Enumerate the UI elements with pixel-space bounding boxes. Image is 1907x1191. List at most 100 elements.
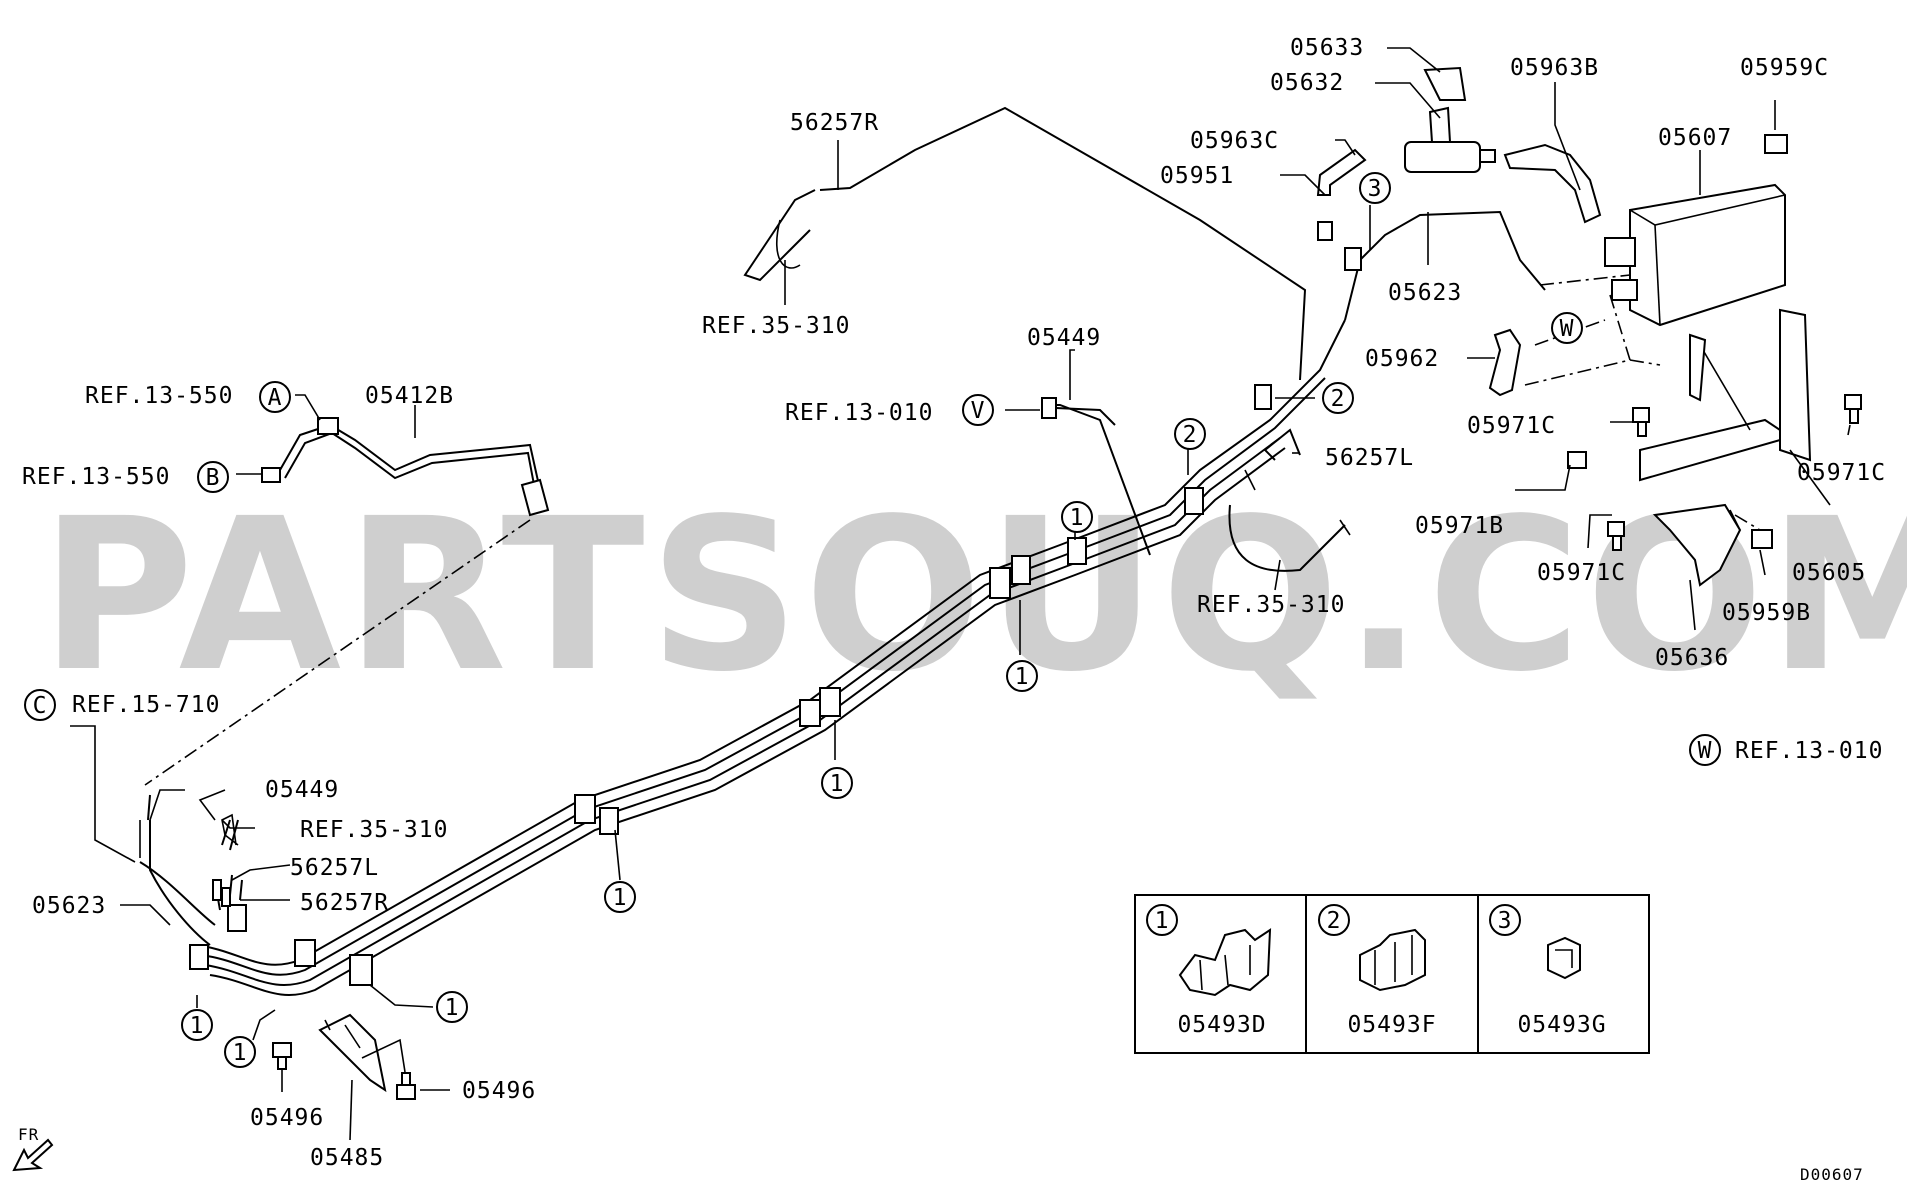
svg-text:3: 3: [1498, 908, 1513, 934]
svg-text:1: 1: [233, 1040, 248, 1066]
dash-line-left: [144, 519, 531, 786]
clip-05493G-icon: [1547, 936, 1581, 980]
label-05962: 05962: [1365, 346, 1439, 372]
label-05971C-b: 05971C: [1537, 560, 1626, 586]
label-05632: 05632: [1270, 70, 1344, 96]
bracket-05605: [1639, 308, 1812, 482]
svg-text:2: 2: [1327, 908, 1342, 934]
label-05636: 05636: [1655, 645, 1729, 671]
svg-text:1: 1: [445, 995, 460, 1021]
callout-2-a: 2: [1322, 382, 1354, 414]
label-05963B: 05963B: [1510, 55, 1599, 81]
labels: 05633 05632 05963B 05959C 05607 05963C 0…: [18, 35, 1886, 1184]
direction-arrow-icon: [12, 1138, 54, 1172]
label-05951: 05951: [1160, 163, 1234, 189]
callout-W-ref: W: [1689, 734, 1721, 766]
label-ref35-310-top: REF.35-310: [702, 313, 850, 339]
bolts-05496: [272, 1042, 416, 1100]
direction-label: FR: [18, 1125, 39, 1144]
label-05623-top: 05623: [1388, 280, 1462, 306]
fasteners-right: [1567, 134, 1862, 551]
label-05449-top: 05449: [1027, 325, 1101, 351]
label-ref13-010-w: REF.13-010: [1735, 738, 1883, 764]
callout-B: B: [197, 461, 229, 493]
front-pipes: [139, 813, 243, 946]
callout-1-b: 1: [1006, 660, 1038, 692]
label-05633: 05633: [1290, 35, 1364, 61]
svg-text:1: 1: [1155, 908, 1170, 934]
front-harness: [147, 794, 239, 911]
label-05959B: 05959B: [1722, 600, 1811, 626]
svg-text:W: W: [1698, 738, 1713, 764]
canister-05607: [1604, 183, 1786, 327]
label-05623-bot: 05623: [32, 893, 106, 919]
callout-1-d: 1: [604, 881, 636, 913]
callout-C: C: [24, 689, 56, 721]
svg-text:B: B: [206, 465, 221, 491]
valve-05632: [1404, 66, 1496, 173]
callout-W-top: W: [1551, 312, 1583, 344]
label-05496-a: 05496: [250, 1105, 324, 1131]
callout-1-a: 1: [1061, 501, 1093, 533]
label-05971C-c: 05971C: [1797, 460, 1886, 486]
label-05485: 05485: [310, 1145, 384, 1171]
svg-text:1: 1: [830, 771, 845, 797]
label-ref15-710: REF.15-710: [72, 692, 220, 718]
guard-05636: [1652, 503, 1742, 587]
label-ref13-550-a: REF.13-550: [85, 383, 233, 409]
svg-text:2: 2: [1331, 386, 1346, 412]
legend-item-1: 1 05493D: [1146, 904, 1272, 1038]
callout-1-c: 1: [821, 767, 853, 799]
label-56257R-bot: 56257R: [300, 890, 389, 916]
svg-text:A: A: [268, 385, 283, 411]
pipe-05412B: [261, 417, 550, 517]
label-05496-b: 05496: [462, 1078, 536, 1104]
label-05959C: 05959C: [1740, 55, 1829, 81]
callout-1-g: 1: [224, 1036, 256, 1068]
callout-1-f: 1: [181, 1009, 213, 1041]
svg-text:1: 1: [1015, 664, 1030, 690]
legend-item-2: 2 05493F: [1318, 904, 1436, 1038]
leaders: [70, 47, 1851, 1141]
callout-V: V: [962, 394, 994, 426]
callout-1-e: 1: [436, 991, 468, 1023]
label-56257L-bot: 56257L: [290, 855, 379, 881]
label-05449-bot: 05449: [265, 777, 339, 803]
label-ref35-310-mid: REF.35-310: [1197, 592, 1345, 618]
label-05605: 05605: [1792, 560, 1866, 586]
label-05971B: 05971B: [1415, 513, 1504, 539]
shield-05485: [318, 1013, 387, 1093]
label-ref13-010-v: REF.13-010: [785, 400, 933, 426]
callouts: A B C V W W 3 2 2 1 1 1 1 1 1 1: [24, 172, 1721, 1068]
label-ref35-310-bot: REF.35-310: [300, 817, 448, 843]
svg-text:W: W: [1560, 316, 1575, 342]
legend-box: 1 05493D 2 05493F 3 05493G: [1134, 894, 1650, 1054]
callout-A: A: [259, 381, 291, 413]
harness-56257R-top: [743, 189, 816, 282]
label-56257R-top: 56257R: [790, 110, 879, 136]
label-05607: 05607: [1658, 125, 1732, 151]
connector-05449-top: [1041, 397, 1116, 426]
svg-text:V: V: [971, 398, 986, 424]
clips: [189, 247, 1362, 986]
legend-part-05493F: 05493F: [1347, 1012, 1436, 1038]
label-05412B: 05412B: [365, 383, 454, 409]
label-05963C: 05963C: [1190, 128, 1279, 154]
svg-text:1: 1: [613, 885, 628, 911]
label-ref13-550-b: REF.13-550: [22, 464, 170, 490]
callout-2-b: 2: [1174, 418, 1206, 450]
legend-part-05493G: 05493G: [1517, 1012, 1606, 1038]
svg-text:2: 2: [1183, 422, 1198, 448]
label-05971C-a: 05971C: [1467, 413, 1556, 439]
svg-text:C: C: [33, 693, 48, 719]
svg-text:3: 3: [1368, 176, 1383, 202]
callout-3-top: 3: [1359, 172, 1391, 204]
svg-text:1: 1: [1070, 505, 1085, 531]
svg-text:1: 1: [190, 1013, 205, 1039]
label-56257L-top: 56257L: [1325, 445, 1414, 471]
watermark: PARTSOUQ.COM: [40, 473, 1907, 718]
harness-56257L-mid: [1228, 428, 1351, 572]
hoses-right: [1316, 143, 1602, 397]
